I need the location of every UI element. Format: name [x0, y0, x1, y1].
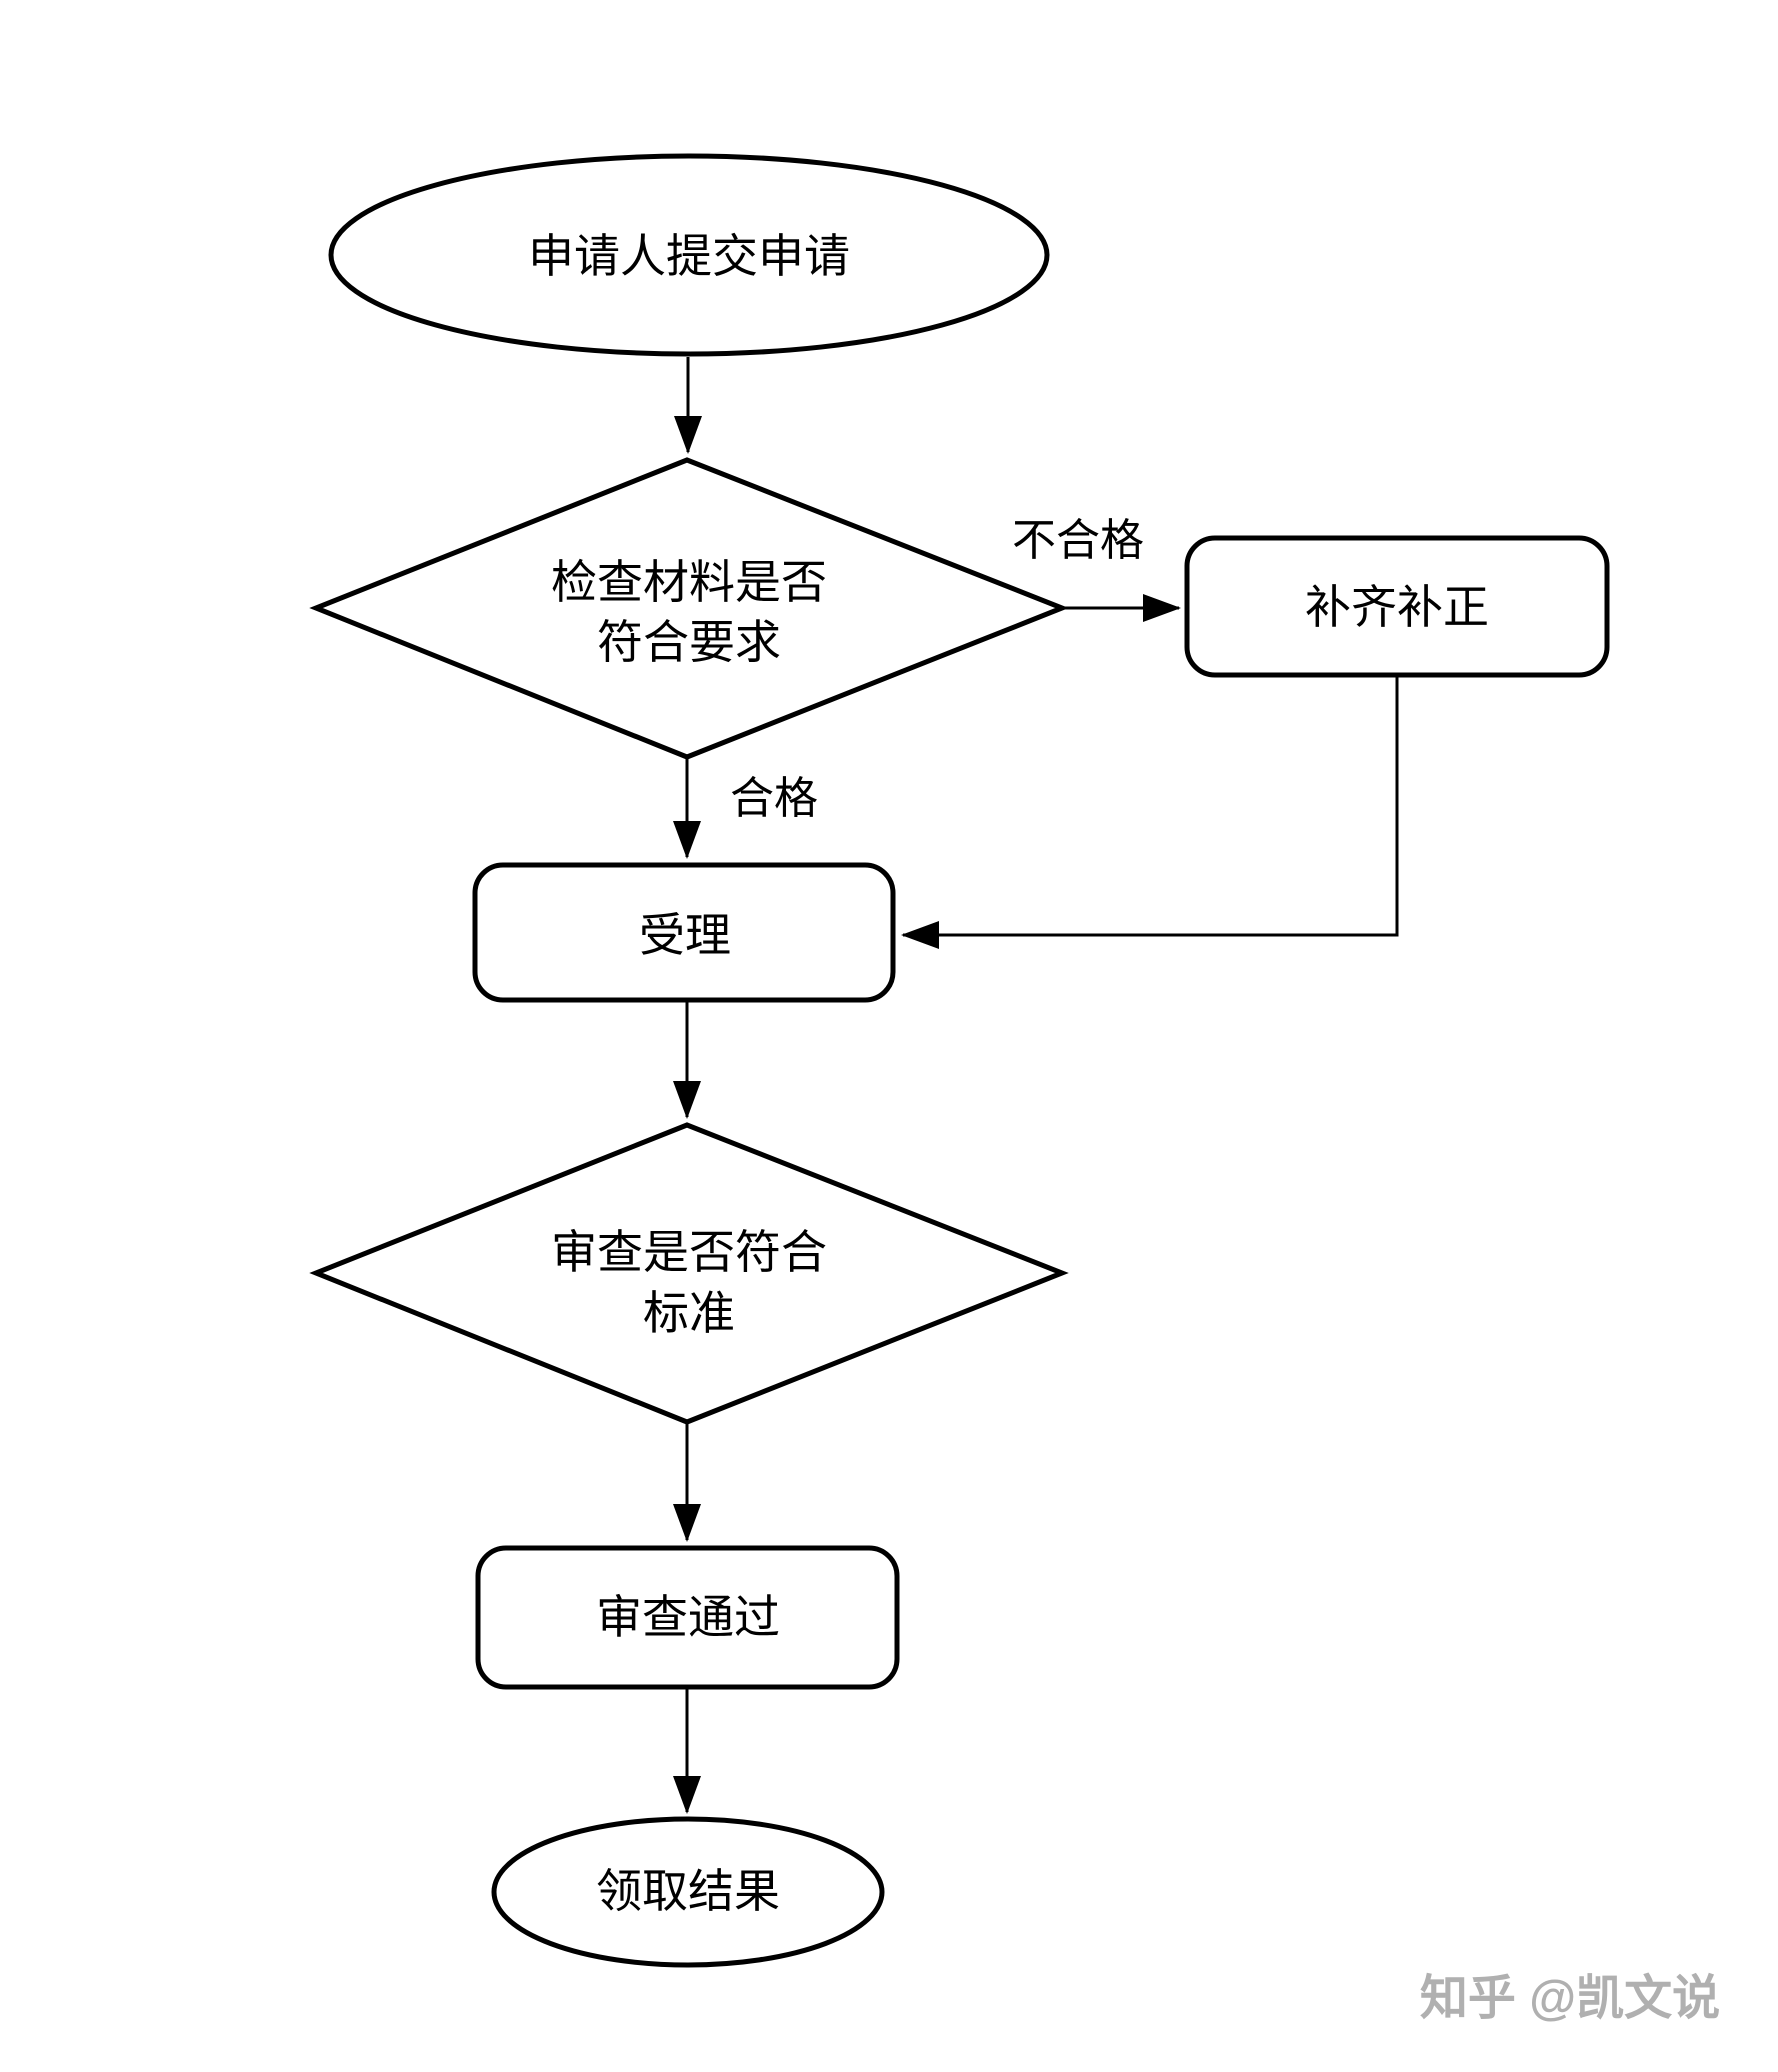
end-label: 领取结果: [596, 1866, 780, 1917]
review-label-line1: 审查是否符合: [551, 1227, 827, 1278]
node-review: 审查是否符合 标准: [309, 1122, 1069, 1425]
check-materials-label-line2: 符合要求: [597, 617, 781, 668]
accept-label: 受理: [639, 910, 731, 961]
watermark: 知乎 @凯文说: [1420, 1972, 1720, 2025]
node-end: 领取结果: [491, 1816, 885, 1968]
edge-supplement-to-accept: [901, 675, 1399, 949]
review-label-line2: 标准: [643, 1288, 735, 1339]
check-materials-diamond-shape: [309, 457, 1069, 760]
end-ellipse-shape: [491, 1816, 885, 1968]
accept-rect-shape: [472, 862, 896, 1003]
node-accept: 受理: [472, 862, 896, 1003]
node-supplement: 补齐补正: [1184, 535, 1610, 678]
review-passed-rect-shape: [475, 1545, 900, 1690]
node-check-materials: 检查材料是否 符合要求: [309, 457, 1069, 760]
check-materials-label-line1: 检查材料是否: [551, 557, 827, 608]
review-passed-label: 审查通过: [596, 1592, 780, 1643]
supplement-label: 补齐补正: [1305, 582, 1489, 633]
edge-label-qualified: 合格: [730, 774, 818, 823]
start-ellipse-shape: [328, 153, 1050, 357]
edge-label-unqualified: 不合格: [1012, 516, 1144, 565]
supplement-rect-shape: [1184, 535, 1610, 678]
node-start: 申请人提交申请: [328, 153, 1050, 357]
start-label: 申请人提交申请: [528, 231, 850, 282]
review-diamond-shape: [309, 1122, 1069, 1425]
node-review-passed: 审查通过: [475, 1545, 900, 1690]
